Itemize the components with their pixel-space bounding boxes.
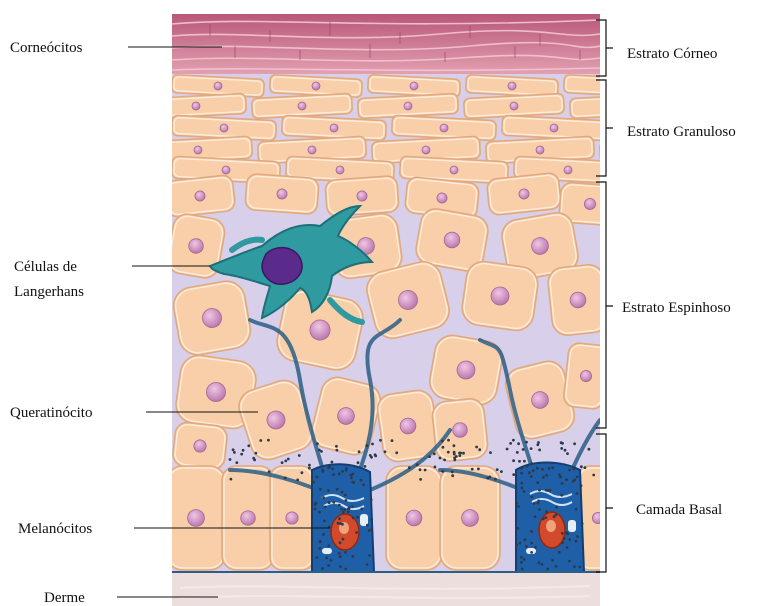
keratinocyte-nucleus	[308, 146, 316, 154]
keratinocyte-nucleus	[192, 102, 200, 110]
keratinocyte-cell	[172, 75, 265, 98]
label-langerhans-line2: Langerhans	[14, 284, 84, 300]
keratinocyte-nucleus	[277, 189, 288, 200]
label-derme: Derme	[44, 590, 85, 606]
dermis-layer	[172, 572, 600, 606]
keratinocyte-cell	[386, 466, 442, 570]
keratinocyte-cell	[547, 263, 610, 336]
keratinocyte-cell	[171, 278, 254, 357]
label-queratinocito: Queratinócito	[10, 405, 92, 421]
keratinocyte-nucleus	[678, 166, 686, 174]
keratinocyte-cell	[325, 176, 399, 217]
keratinocyte-cell	[564, 75, 657, 98]
keratinocyte-nucleus	[564, 166, 572, 174]
keratinocyte-cell	[358, 93, 459, 118]
keratinocyte-nucleus	[440, 124, 448, 132]
keratinocyte-nucleus	[508, 82, 516, 90]
keratinocyte-cell	[222, 466, 274, 570]
keratinocyte-cell	[252, 93, 353, 118]
keratinocyte-cell	[563, 342, 609, 410]
label-corneocitos: Corneócitos	[10, 40, 83, 56]
label-langerhans-line1: Células de	[14, 259, 77, 275]
label-estrato-corneo: Estrato Córneo	[627, 46, 717, 62]
keratinocyte-nucleus	[450, 166, 458, 174]
keratinocyte-cell	[570, 93, 671, 118]
melanocyte-left	[312, 464, 374, 572]
keratinocyte-nucleus	[616, 102, 624, 110]
keratinocyte-cell	[486, 172, 561, 215]
label-estrato-granuloso: Estrato Granuloso	[627, 124, 736, 140]
keratinocyte-nucleus	[650, 146, 658, 154]
label-camada-basal: Camada Basal	[636, 502, 722, 518]
keratinocyte-nucleus	[241, 511, 256, 526]
stratum-corneum-layer	[172, 14, 600, 76]
keratinocyte-cell	[460, 259, 540, 332]
keratinocyte-cell	[146, 93, 247, 118]
keratinocyte-nucleus	[188, 510, 205, 527]
label-estrato-espinhoso: Estrato Espinhoso	[622, 300, 731, 316]
keratinocyte-cell	[464, 93, 565, 118]
keratinocyte-cell	[440, 466, 500, 570]
keratinocyte-nucleus	[410, 82, 418, 90]
keratinocyte-nucleus	[536, 146, 544, 154]
keratinocyte-nucleus	[222, 166, 230, 174]
keratinocyte-nucleus	[357, 191, 368, 202]
keratinocyte-nucleus	[194, 146, 202, 154]
keratinocyte-cell	[245, 174, 319, 215]
keratinocyte-nucleus	[584, 198, 596, 210]
keratinocyte-nucleus	[422, 146, 430, 154]
keratinocyte-cell	[627, 156, 736, 184]
keratinocyte-nucleus	[286, 512, 298, 524]
keratinocyte-nucleus	[550, 124, 558, 132]
keratinocyte-nucleus	[606, 82, 614, 90]
keratinocyte-nucleus	[510, 102, 518, 110]
keratinocyte-nucleus	[214, 82, 222, 90]
keratinocyte-nucleus	[592, 512, 603, 523]
keratinocyte-nucleus	[220, 124, 228, 132]
keratinocyte-nucleus	[462, 510, 479, 527]
keratinocyte-nucleus	[406, 510, 422, 526]
keratinocyte-nucleus	[330, 124, 338, 132]
keratinocyte-nucleus	[336, 166, 344, 174]
keratinocyte-cell	[164, 175, 235, 218]
keratinocyte-cell	[166, 466, 226, 570]
keratinocyte-nucleus	[404, 102, 412, 110]
keratinocyte-nucleus	[298, 102, 306, 110]
langerhans-nucleus	[262, 248, 302, 285]
keratinocyte-cell	[172, 421, 228, 470]
keratinocyte-nucleus	[312, 82, 320, 90]
label-melanocitos: Melanócitos	[18, 521, 92, 537]
keratinocyte-cell	[599, 136, 708, 164]
